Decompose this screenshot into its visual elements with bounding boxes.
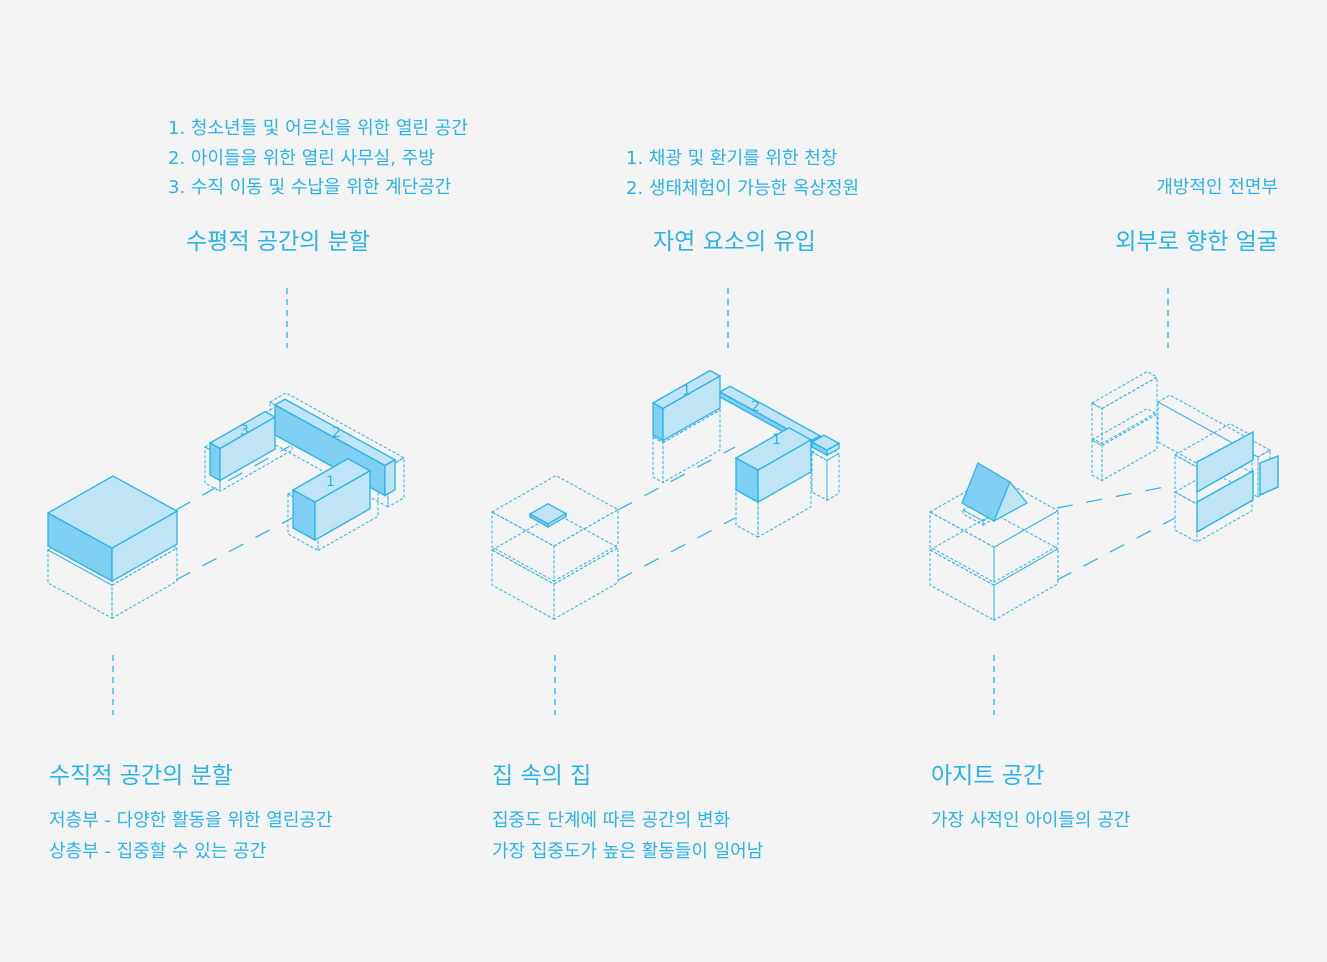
mass-label-2: 2: [751, 399, 760, 415]
solid-mass-face: [111, 510, 178, 583]
dashed-mass-face: [1101, 376, 1158, 445]
dashed-mass-face: [491, 549, 555, 620]
dashed-mass-face: [962, 509, 984, 526]
solid-mass-face: [757, 438, 812, 504]
dashed-mass-face: [553, 546, 619, 620]
solid-mass-face: [314, 469, 371, 542]
dashed-mass-face: [1157, 401, 1259, 498]
dashed-mass-face: [1101, 413, 1158, 482]
horizontal-division-list: 1. 청소년들 및 어르신을 위한 열린 공간 2. 아이들을 위한 열린 사무…: [168, 114, 468, 203]
nature-list: 1. 채광 및 환기를 위한 천창 2. 생태체험이 가능한 옥상정원: [626, 144, 859, 203]
dashed-mass-face: [1091, 439, 1103, 482]
solid-mass-face: [209, 441, 221, 482]
building-masses: [46, 369, 1272, 622]
list-item: 2. 생태체험이 가능한 옥상정원: [626, 177, 860, 199]
special-shapes: [961, 430, 1279, 534]
house-in-house-title: 집 속의 집: [492, 763, 592, 789]
dashed-mass-face: [1257, 449, 1271, 498]
list-item: 1. 채광 및 환기를 위한 천창: [626, 148, 838, 169]
dashed-mass-face: [1090, 371, 1159, 410]
mass-label-1: 1: [682, 383, 691, 399]
dashed-mass-face: [929, 511, 995, 584]
facade-panel: [1196, 430, 1254, 494]
solid-mass-face: [718, 385, 822, 443]
connector-lines: [175, 445, 1176, 581]
mass-label-1: 1: [326, 474, 335, 490]
dashed-mass-face: [662, 409, 721, 484]
dashed-mass-face: [929, 549, 995, 622]
list-item: 2. 아이들을 위한 열린 사무실, 주방: [168, 147, 435, 169]
dashed-mass-face: [1156, 394, 1272, 458]
mass-label-3: 3: [240, 423, 249, 439]
list-item: 1. 청소년들 및 어르신을 위한 열린 공간: [168, 118, 468, 139]
dashed-mass-face: [652, 436, 664, 484]
dashed-mass-face: [46, 512, 179, 586]
vertical-division-title: 수직적 공간의 분할: [49, 763, 233, 789]
dashed-mass-face: [490, 512, 620, 585]
desc-line: 상층부 - 집중할 수 있는 공간: [49, 841, 267, 862]
facade-list: 개방적인 전면부: [1156, 173, 1278, 203]
dashed-mass-face: [1174, 491, 1198, 543]
house-in-house-desc: 집중도 단계에 따른 공간의 변화 가장 집중도가 높은 활동들이 일어남: [492, 805, 763, 867]
desc-line: 가장 사적인 아이들의 공간: [931, 810, 1131, 831]
list-item: 개방적인 전면부: [1156, 177, 1278, 198]
desc-line: 저층부 - 다양한 활동을 위한 열린공간: [49, 810, 333, 831]
facade-panel: [1259, 454, 1279, 497]
facade-panel: [1196, 469, 1254, 534]
desc-line: 가장 집중도가 높은 활동들이 일어남: [492, 841, 764, 862]
dashed-mass-face: [553, 508, 619, 582]
solid-mass-face: [826, 442, 840, 457]
mass-label-1: 1: [772, 432, 781, 448]
dashed-mass-face: [928, 512, 1060, 586]
dashed-mass-face: [993, 509, 1059, 584]
dashed-mass-face: [993, 547, 1059, 622]
desc-line: 집중도 단계에 따른 공간의 변화: [492, 810, 731, 831]
solid-mass-face: [528, 502, 568, 525]
dashed-mass-face: [111, 547, 178, 620]
horizontal-division-title: 수평적 공간의 분할: [186, 229, 370, 255]
solid-mass-face: [384, 458, 396, 497]
hideout-title: 아지트 공간: [931, 763, 1045, 789]
facade-title: 외부로 향한 얼굴: [1115, 229, 1278, 255]
solid-mass-face: [219, 416, 276, 482]
roof-prism-side: [992, 480, 1028, 523]
vertical-division-desc: 저층부 - 다양한 활동을 위한 열린공간 상층부 - 집중할 수 있는 공간: [49, 805, 333, 867]
leader-lines: [112, 288, 1169, 715]
list-item: 3. 수직 이동 및 수납을 위한 계단공간: [168, 177, 452, 198]
hideout-desc: 가장 사적인 아이들의 공간: [931, 805, 1130, 836]
mass-label-2: 2: [332, 425, 341, 441]
solid-mass-face: [662, 374, 721, 442]
solid-mass-face: [547, 512, 567, 529]
solid-mass-face: [652, 401, 664, 442]
dashed-mass-face: [928, 474, 1060, 548]
nature-title: 자연 요소의 유입: [653, 229, 816, 255]
mass-labels: 3 2 1 1 2 1: [240, 383, 781, 490]
dashed-mass-face: [826, 452, 840, 502]
dashed-mass-face: [1174, 454, 1198, 505]
